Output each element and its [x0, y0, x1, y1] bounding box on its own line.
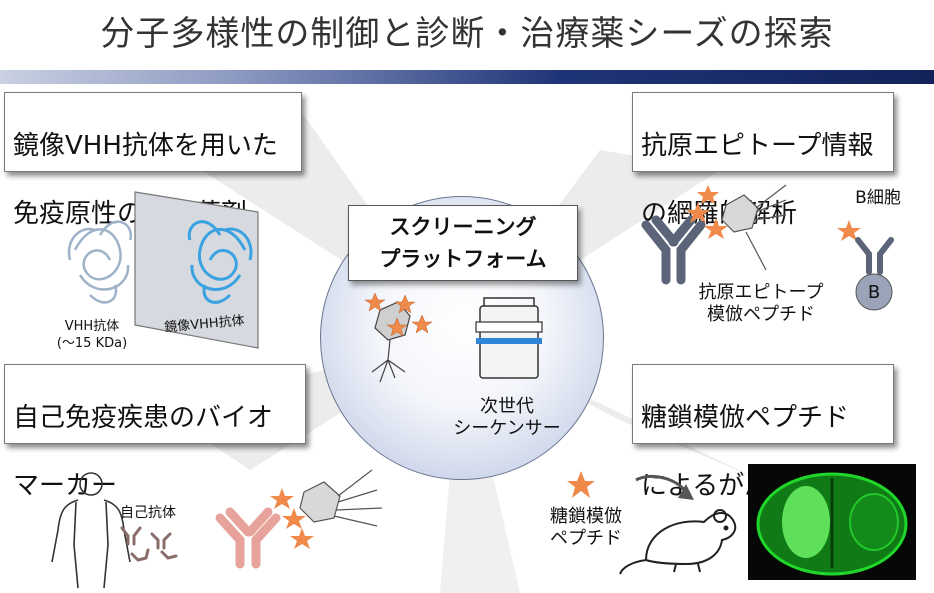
phage-library-illustration [364, 292, 433, 383]
box-epitope-line1: 抗原エピトープ情報 [641, 131, 874, 161]
vhh-label-line1: VHH抗体 [64, 319, 120, 334]
phage-icon [299, 469, 383, 527]
title-underline-bar [0, 70, 934, 84]
mouse-illustration [619, 475, 737, 575]
glycan-peptide-label: 糖鎖模倣 ペプチド [536, 506, 636, 550]
phage-icon [371, 301, 411, 383]
peptide-star-icon [364, 292, 433, 337]
autoantibody-icon [120, 526, 178, 562]
epitope-illustration [641, 184, 894, 311]
epitope-mimic-line1: 抗原エピトープ [698, 282, 824, 303]
sequencer-line2: シーケンサー [453, 418, 561, 439]
arrow-icon [635, 475, 688, 493]
sequencer-icon [475, 297, 543, 379]
platform-line1: スクリーニング [389, 215, 537, 239]
glycan-peptide-star-icon [567, 471, 595, 498]
platform-line2: プラットフォーム [379, 247, 547, 271]
phage-icon [721, 184, 787, 271]
box-epitope-analysis: 抗原エピトープ情報 の網羅的解析 [632, 92, 894, 229]
autoantibody-icons [120, 526, 178, 562]
box-autoimmune-biomarker: 自己免疫疾患のバイオ マーカー [4, 364, 306, 501]
b-cell-icon [837, 220, 894, 311]
box-glycan-cancer-targeting: 糖鎖模倣ペプチド によるがん標的 [632, 364, 894, 501]
box-autoimmune-line2: マーカー [13, 471, 118, 501]
fluorescence-brain-image [748, 464, 916, 580]
epitope-mimic-label: 抗原エピトープ 模倣ペプチド [686, 282, 836, 326]
b-cell-label: B細胞 [855, 188, 901, 208]
screening-platform-box: スクリーニング プラットフォーム [348, 205, 578, 281]
antibody-icon [215, 507, 281, 569]
box-glycan-line1: 糖鎖模倣ペプチド [641, 403, 850, 433]
page-title: 分子多様性の制御と診断・治療薬シーズの探索 [100, 14, 834, 54]
human-body-icon [51, 472, 131, 589]
box-epitope-line2: の網羅的解析 [641, 199, 798, 229]
b-cell-letter: B [867, 282, 881, 303]
epitope-mimic-line2: 模倣ペプチド [707, 304, 815, 325]
vhh-protein-icon [67, 220, 133, 304]
autoantibody-binding-illustration [215, 469, 383, 569]
box-mirror-vhh: 鏡像VHH抗体を用いた 免疫原性の低い薬剤 [4, 92, 302, 229]
antibody-icon [641, 215, 706, 285]
vhh-mirror-illustration [67, 191, 259, 349]
box-mirror-vhh-line1: 鏡像VHH抗体を用いた [13, 131, 278, 161]
sequencer-line1: 次世代 [480, 396, 534, 417]
autoantibody-label: 自己抗体 [120, 505, 176, 521]
peptide-star-icon [686, 185, 728, 239]
mirror-vhh-protein-icon [187, 220, 253, 304]
sequencer-label: 次世代 シーケンサー [452, 396, 562, 440]
vhh-label: VHH抗体 (～15 KDa) [52, 318, 132, 352]
glycan-peptide-line2: ペプチド [550, 528, 622, 549]
glycan-peptide-line1: 糖鎖模倣 [550, 506, 622, 527]
vhh-label-line2: (～15 KDa) [56, 336, 128, 351]
mouse-icon [619, 509, 737, 575]
box-autoimmune-line1: 自己免疫疾患のバイオ [13, 403, 274, 433]
peptide-star-icon [270, 488, 314, 549]
